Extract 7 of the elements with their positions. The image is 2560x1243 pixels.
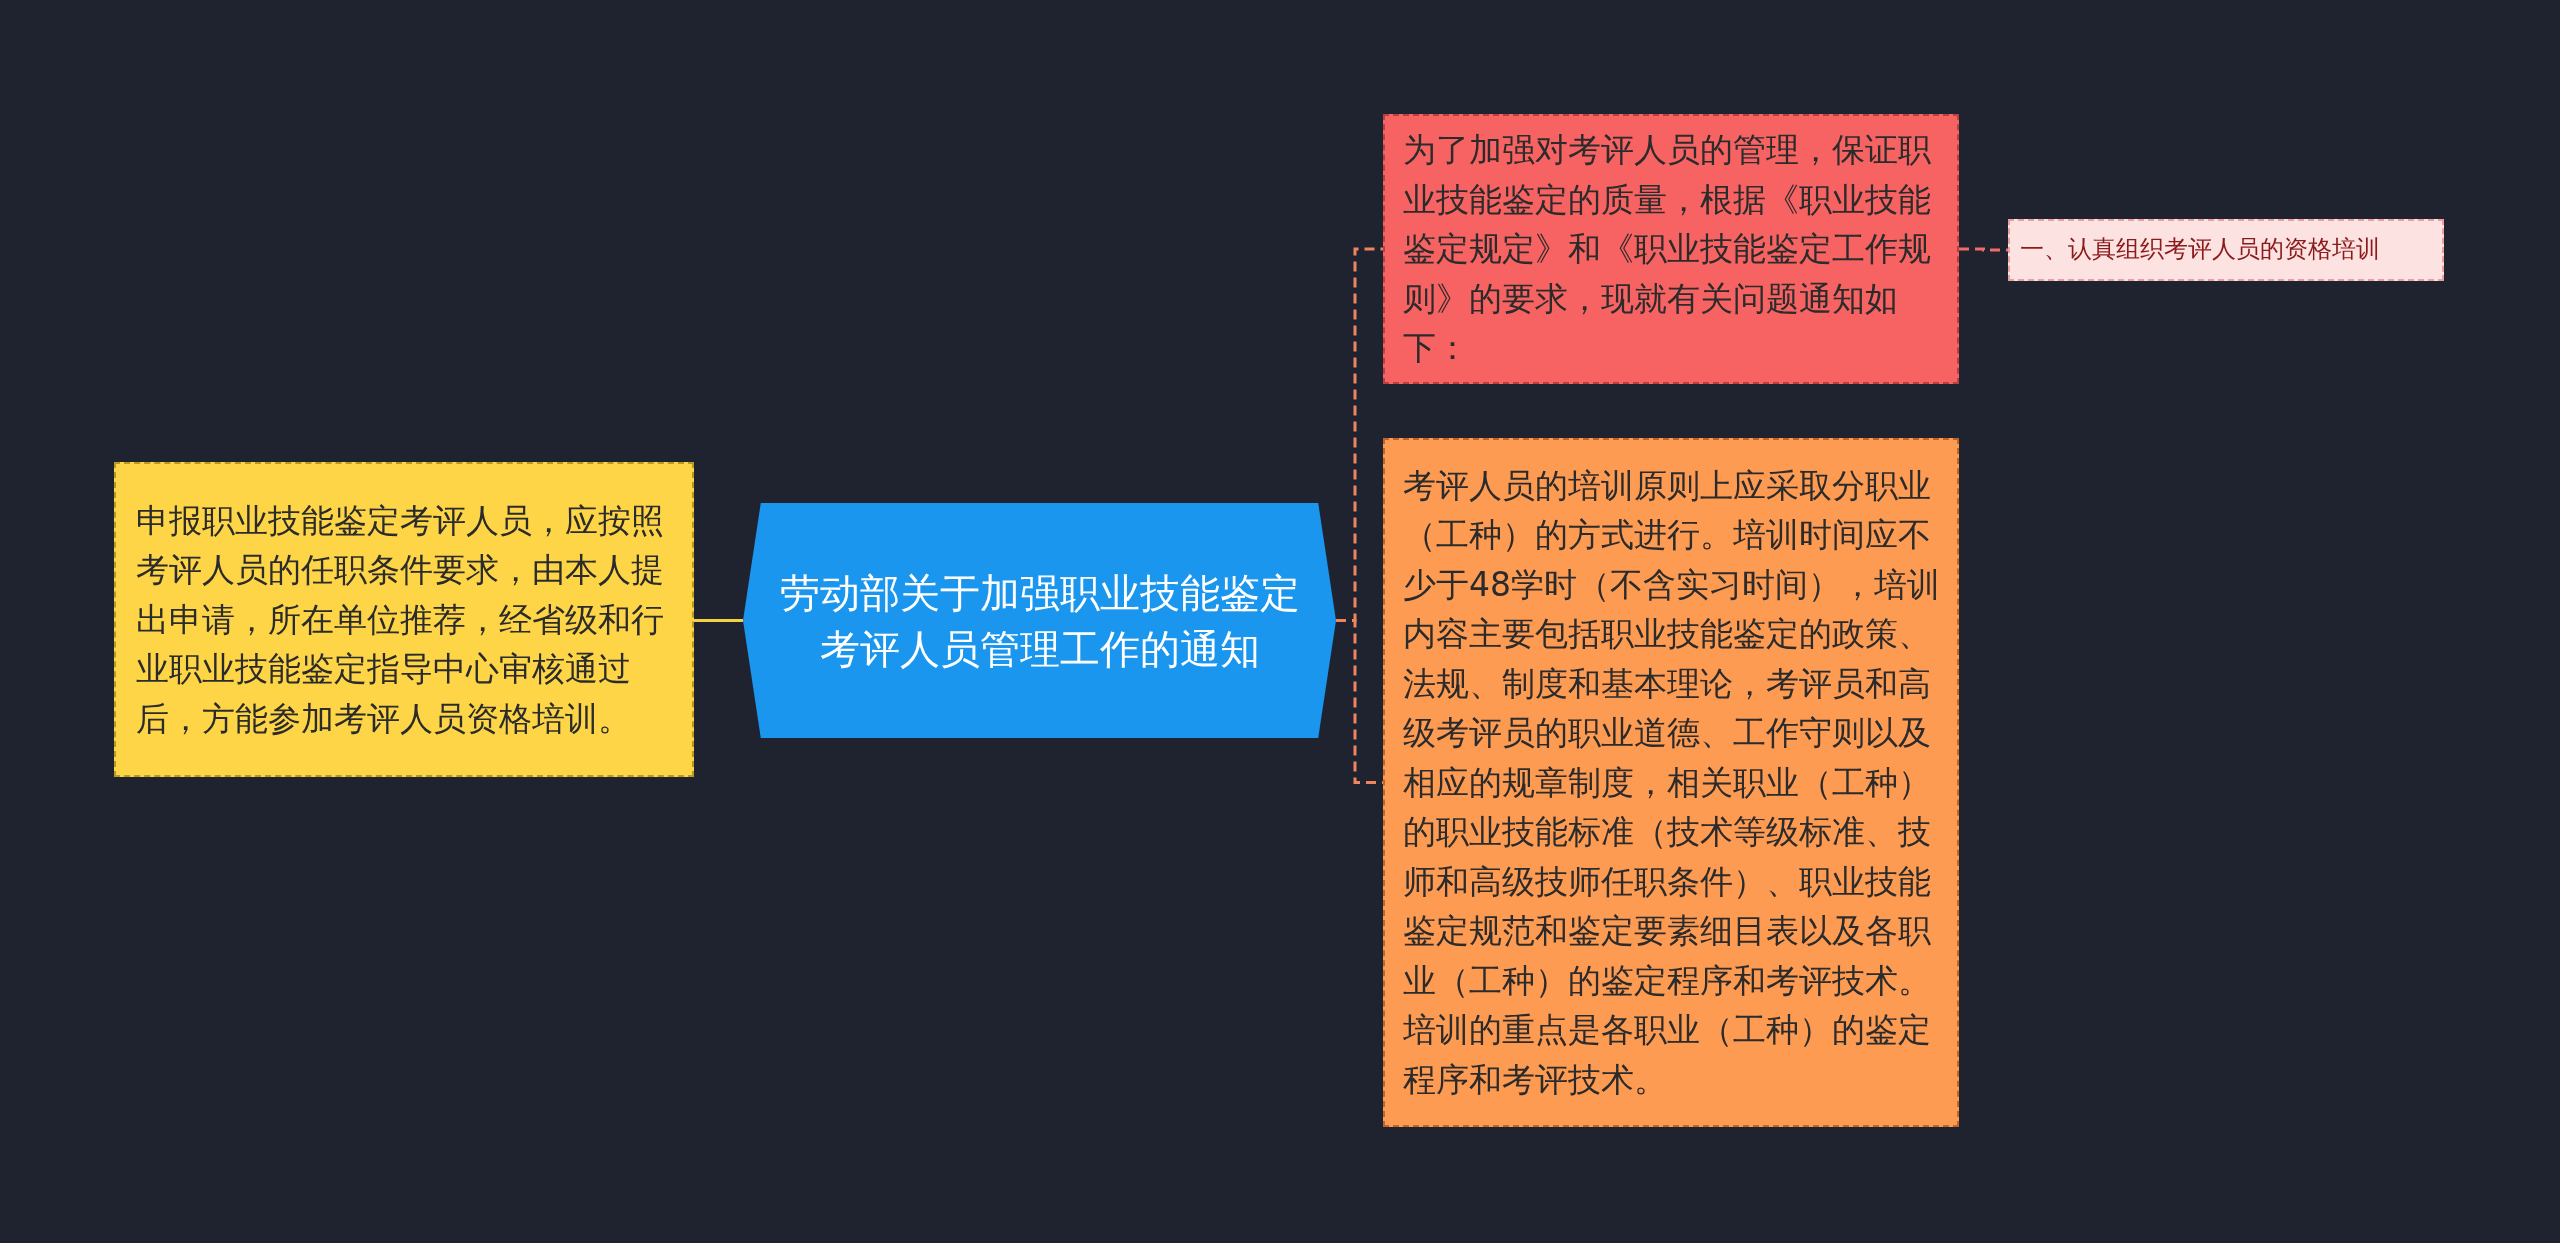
text-box: 考评人员的培训原则上应采取分职业（工种）的方式进行。培训时间应不少于48学时（不含实习时间），培训内容主要包括职业技能鉴定的政策、法规、制度和基本理论，考评员和高级考评员的职业道德、工作守则以及相应的规章制度，相关职业（工种）的职业技能标准（技术等级标准、技师和高级技师任职条件）、职业技能鉴定规范和鉴定要素细目表以及各职业（工种）的鉴定程序和考评技术。培训的重点是各职业（工种）的鉴定程序和考评技术。 [1383,438,1959,1127]
text-box: 申报职业技能鉴定考评人员，应按照考评人员的任职条件要求，由本人提出申请，所在单位推荐，经省级和行业职业技能鉴定指导中心审核通过后，方能参加考评人员资格培训。 [114,462,694,777]
label-box: 一、认真组织考评人员的资格培训 [2008,219,2444,281]
text-box: 为了加强对考评人员的管理，保证职业技能鉴定的质量，根据《职业技能鉴定规定》和《职业技能鉴定工作规则》的要求，现就有关问题通知如下： [1383,114,1959,384]
topic-box: 劳动部关于加强职业技能鉴定考评人员管理工作的通知 [743,503,1336,738]
connector-line [1959,247,2008,252]
connector-line [694,619,743,622]
